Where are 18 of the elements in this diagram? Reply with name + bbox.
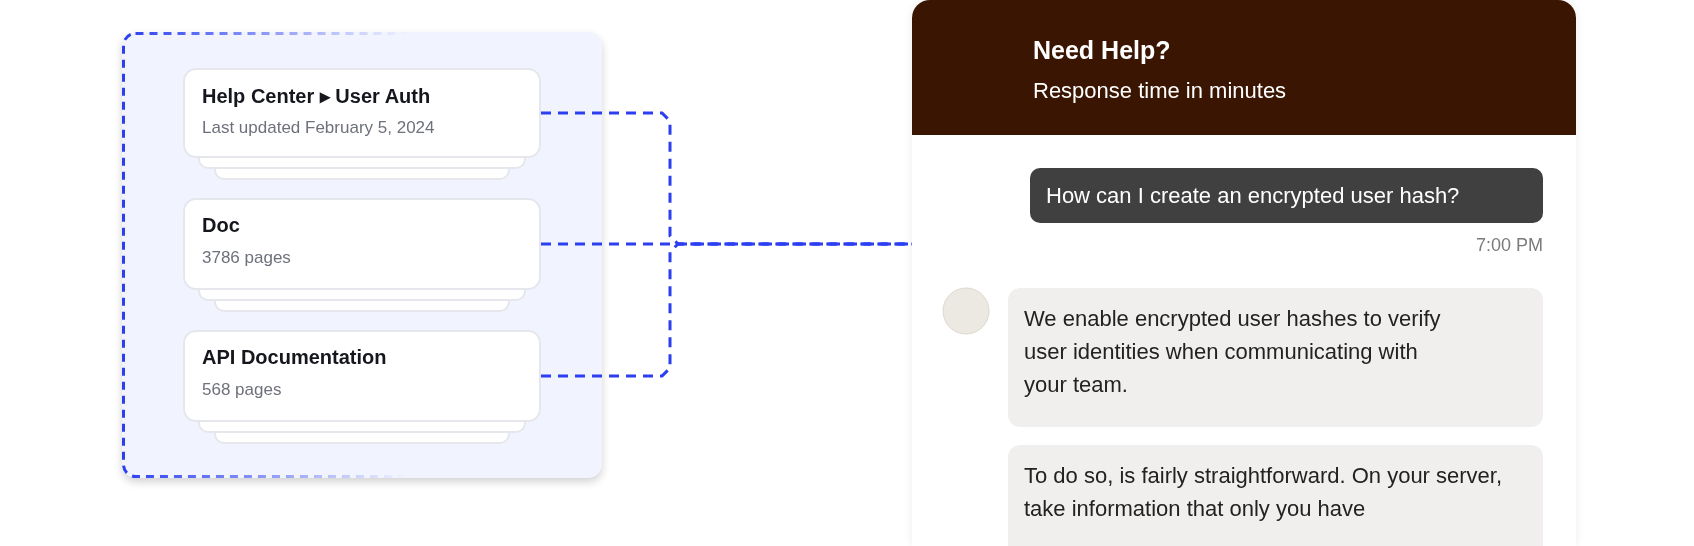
source-meta: Last updated February 5, 2024 — [202, 118, 435, 138]
source-title: API Documentation — [202, 346, 387, 369]
stacked-source-card — [183, 330, 541, 444]
chat-subtitle: Response time in minutes — [1033, 78, 1287, 104]
chat-title: Need Help? — [1033, 36, 1171, 65]
user-message: How can I create an encrypted user hash? — [1030, 168, 1543, 223]
timestamp: 7:00 PM — [1475, 235, 1543, 256]
chat-window — [912, 0, 1576, 546]
source-title: Help Center ▸ User Auth — [202, 84, 431, 108]
stacked-source-card — [183, 68, 541, 180]
source-panel — [122, 32, 602, 478]
bot-message: To do so, is fairly straightforward. On your server, take information that only you have — [1008, 445, 1543, 546]
bot-message: We enable encrypted user hashes to verify user identities when communicating with your team. — [1008, 288, 1543, 427]
connector — [541, 242, 912, 378]
stacked-source-card — [183, 198, 541, 312]
source-meta: 568 pages — [202, 380, 282, 400]
source-title: Doc — [202, 214, 240, 237]
source-meta: 3786 pages — [202, 248, 291, 268]
